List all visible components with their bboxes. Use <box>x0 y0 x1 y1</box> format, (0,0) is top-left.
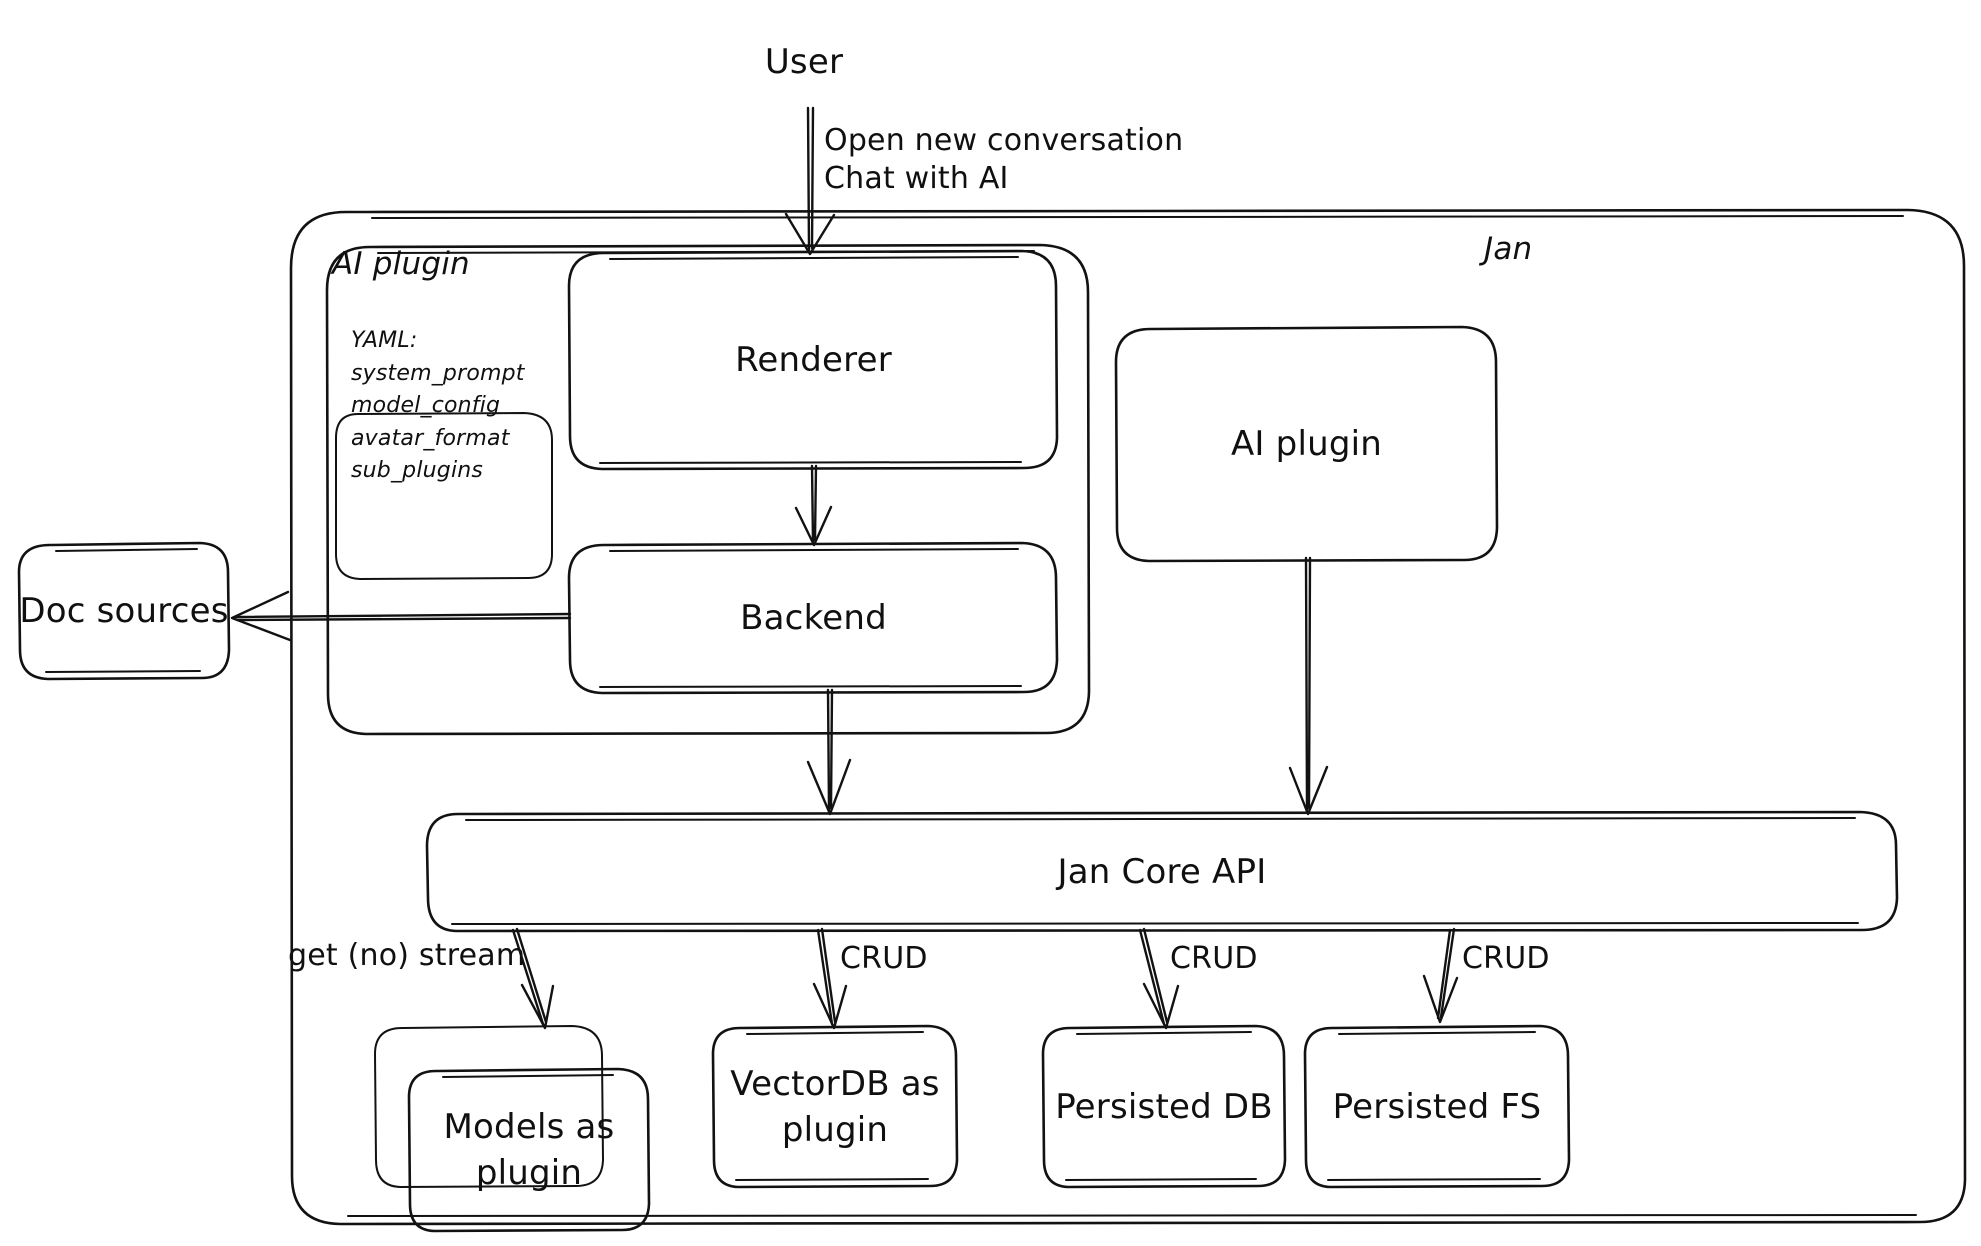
edge-backend-to-doc-sources <box>230 590 572 642</box>
edge-user-to-renderer-label: Open new conversation Chat with AI <box>824 123 1184 197</box>
doc-sources-shape <box>17 541 231 681</box>
node-vectordb-plugin-label: VectorDB as plugin <box>730 1063 940 1150</box>
node-persisted-db-label: Persisted DB <box>1055 1086 1273 1127</box>
backend-shape <box>567 541 1059 695</box>
node-user-label: User <box>764 42 844 83</box>
persisted-fs-shape <box>1303 1024 1571 1189</box>
edge-core-to-vectordb-label: CRUD <box>840 941 928 976</box>
yaml-note-shape <box>335 412 553 580</box>
node-models-plugin-label: Models as plugin <box>443 1107 615 1193</box>
edge-core-to-db <box>1138 927 1180 1030</box>
persisted-db-shape <box>1041 1024 1287 1189</box>
edge-renderer-to-backend <box>794 464 833 547</box>
edge-core-to-fs <box>1422 927 1459 1024</box>
vectordb-plugin-shape <box>711 1024 959 1189</box>
jan-core-api-shape <box>425 810 1899 933</box>
edge-core-to-fs-label: CRUD <box>1462 941 1550 976</box>
node-renderer-label: Renderer <box>735 340 892 381</box>
edge-backend-to-core <box>806 688 852 816</box>
node-persisted-fs-label: Persisted FS <box>1332 1086 1542 1127</box>
node-jan-core-api-label: Jan Core API <box>1057 851 1267 892</box>
edge-core-to-db-label: CRUD <box>1170 941 1258 976</box>
edge-user-to-renderer <box>784 106 836 256</box>
node-backend-label: Backend <box>740 598 887 639</box>
edge-core-to-vectordb <box>812 927 848 1030</box>
edge-core-to-models <box>511 927 555 1030</box>
node-doc-sources-label: Doc sources <box>19 591 229 632</box>
yaml-note-label: YAML: system_prompt model_config avatar_… <box>351 328 525 484</box>
edge-ai-plugin-to-core <box>1288 556 1329 816</box>
models-plugin-shape <box>374 1025 651 1233</box>
ai-plugin-group-label: AI plugin <box>332 246 470 282</box>
jan-container-shape <box>289 208 1967 1226</box>
node-ai-plugin-box-label: AI plugin <box>1230 424 1383 465</box>
edge-core-to-models-label: get (no) stream <box>288 938 526 973</box>
jan-container-label: Jan <box>1484 231 1533 267</box>
